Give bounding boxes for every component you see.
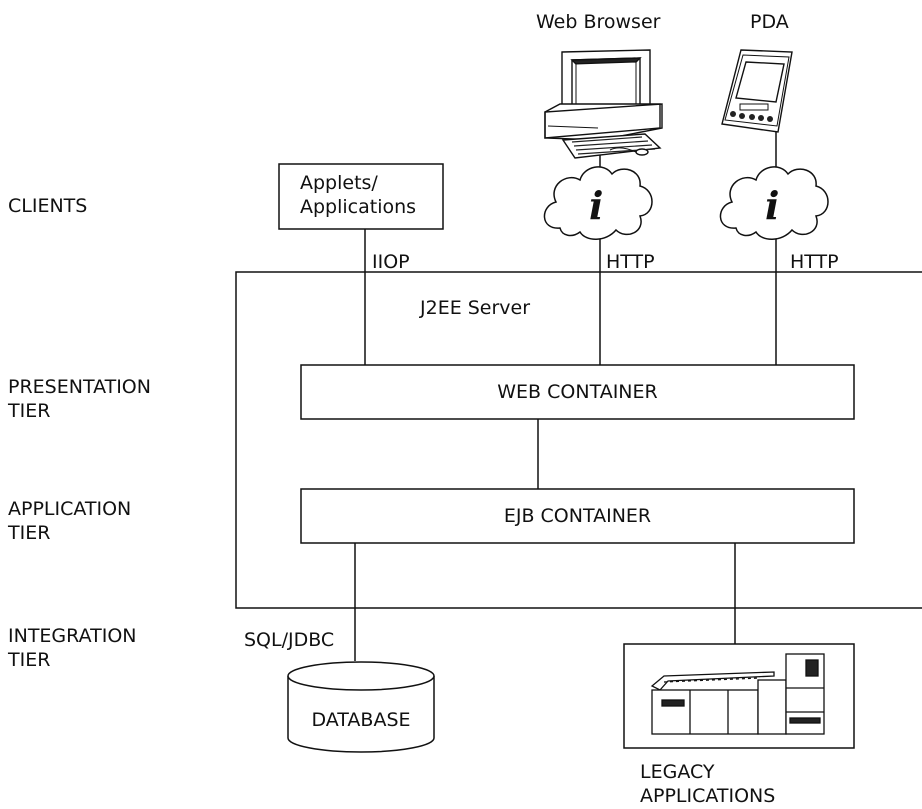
tier-label-presentation: PRESENTATION TIER — [8, 375, 151, 423]
pda-label: PDA — [750, 11, 789, 33]
j2ee-server-label: J2EE Server — [420, 297, 531, 319]
tier-label-clients: CLIENTS — [8, 195, 88, 217]
iiop-label: IIOP — [372, 251, 410, 273]
mainframe-icon — [650, 653, 825, 735]
http-browser-label: HTTP — [606, 251, 655, 273]
pda-icon — [721, 49, 793, 133]
ejb-container-box — [300, 488, 855, 544]
http-pda-label: HTTP — [790, 251, 839, 273]
sql-jdbc-label: SQL/JDBC — [244, 629, 335, 651]
desktop-computer-icon — [544, 49, 663, 159]
tier-label-line: TIER — [8, 649, 51, 671]
web-browser-label: Web Browser — [536, 11, 661, 33]
applets-box — [278, 163, 444, 230]
legacy-label-line: APPLICATIONS — [640, 785, 776, 807]
legacy-applications-label: LEGACY APPLICATIONS — [640, 760, 775, 808]
applets-label-line: Applications — [300, 196, 417, 218]
ejb-container-label: EJB CONTAINER — [503, 505, 652, 527]
legacy-label-line: LEGACY — [640, 761, 715, 783]
j2ee-server-boundary — [235, 271, 922, 609]
applets-label-line: Applets/ — [300, 172, 378, 194]
internet-glyph-pda: i — [765, 183, 780, 228]
tier-label-line: INTEGRATION — [8, 625, 137, 647]
tier-label-line: PRESENTATION — [8, 376, 151, 398]
web-container-box — [300, 364, 855, 420]
database-icon — [287, 661, 435, 753]
cloud-icon — [543, 166, 653, 240]
applets-label: Applets/ Applications — [300, 171, 416, 219]
tier-label-line: APPLICATION — [8, 498, 132, 520]
tier-label-integration: INTEGRATION TIER — [8, 624, 136, 672]
database-label: DATABASE — [311, 709, 411, 731]
tier-label-application: APPLICATION TIER — [8, 497, 131, 545]
cloud-icon — [719, 166, 829, 240]
internet-glyph-browser: i — [589, 183, 604, 228]
tier-label-line: TIER — [8, 522, 51, 544]
tier-label-line: TIER — [8, 400, 51, 422]
web-container-label: WEB CONTAINER — [497, 381, 658, 403]
